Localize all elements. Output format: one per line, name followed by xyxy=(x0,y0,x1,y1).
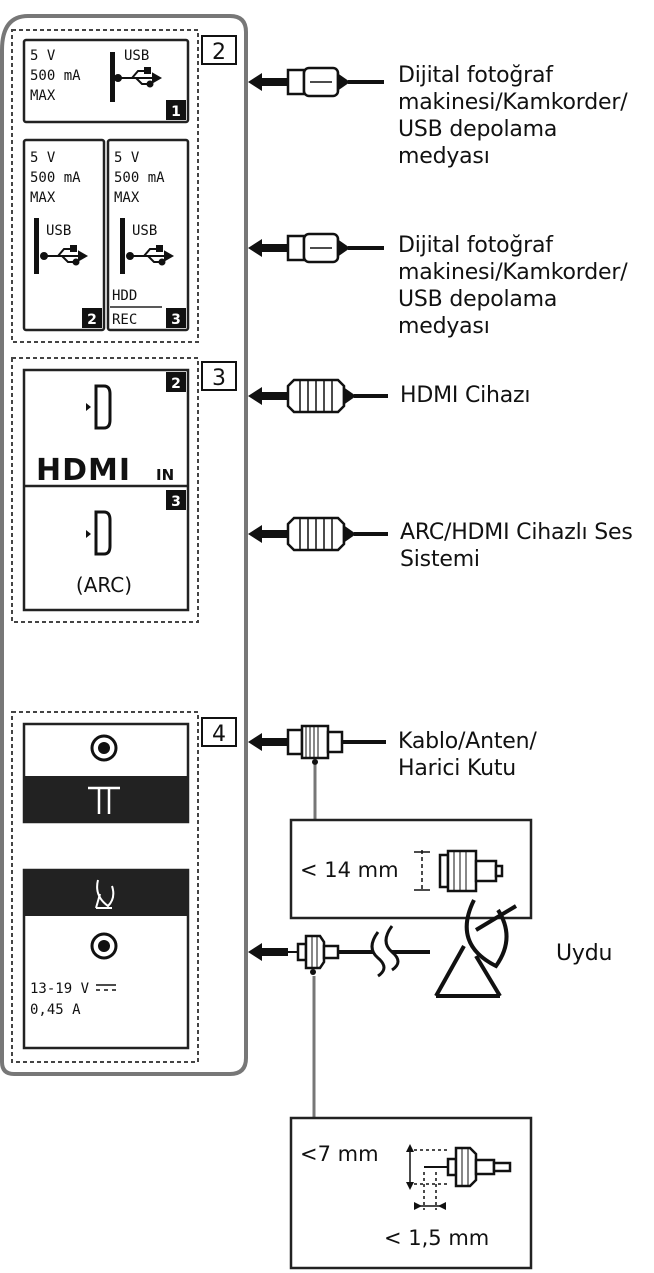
satellite-port-band xyxy=(24,870,188,916)
coax-socket-icon xyxy=(90,932,118,960)
arrow-icon xyxy=(248,387,288,405)
dc-symbol-icon xyxy=(96,984,116,991)
usb-icon xyxy=(126,245,175,266)
usb-3-current: 500 mA xyxy=(114,170,165,186)
hdmi-device-label: HDMI Cihazı xyxy=(400,383,531,408)
rf-group-frame xyxy=(11,711,199,1063)
usb-icon xyxy=(40,245,89,266)
usb-port-2-index: 2 xyxy=(87,312,97,328)
usb-port-2-index-bg xyxy=(82,308,102,328)
satellite-plug-detail-icon xyxy=(406,1144,512,1210)
usb-port-1-box xyxy=(22,38,190,124)
satellite-plug-height-measurement: <7 mm xyxy=(300,1142,379,1166)
cable-break-icon xyxy=(370,925,430,978)
usb-port-3-index: 3 xyxy=(171,312,181,328)
usb-port-3-slot xyxy=(120,218,125,274)
section-3-number: 3 xyxy=(212,366,226,391)
usb-port-2-slot xyxy=(34,218,39,274)
arrow-icon xyxy=(248,525,288,543)
usb-1-voltage: 5 V xyxy=(30,48,56,64)
usb-3-type: USB xyxy=(132,223,157,239)
arrow-icon xyxy=(248,733,288,751)
usb-device-2-label: Dijital fotoğraf makinesi/Kamkorder/ USB… xyxy=(398,233,628,339)
hdmi-plug-icon xyxy=(286,378,388,414)
f-connector-plug-icon xyxy=(288,934,374,975)
hdmi-logo: HDMI xyxy=(36,453,131,488)
section-4-box xyxy=(201,717,237,747)
usb-port-3-index-bg xyxy=(166,308,186,328)
arc-device-label: ARC/HDMI Cihazlı Ses Sistemi xyxy=(400,520,633,572)
usb-3-hdd: HDD xyxy=(112,288,137,304)
antenna-plug-detail-icon xyxy=(414,849,504,893)
hdmi-group-frame xyxy=(11,357,199,623)
usb-port-1-slot xyxy=(110,52,115,102)
section-4-number: 4 xyxy=(212,722,226,747)
satellite-detail-box xyxy=(289,1116,533,1270)
coax-plug-icon xyxy=(286,724,386,765)
hdmi-port-a-index-bg xyxy=(166,372,186,392)
antenna-label: Kablo/Anten/ Harici Kutu xyxy=(398,729,537,781)
usb-3-max: MAX xyxy=(114,190,140,206)
usb-1-max: MAX xyxy=(30,88,56,104)
usb-3-voltage: 5 V xyxy=(114,150,140,166)
section-2-box xyxy=(201,35,237,65)
section-3-box xyxy=(201,361,237,391)
usb-port-1-index-bg xyxy=(166,100,186,120)
usb-plug-icon xyxy=(286,232,384,264)
usb-3-rec: REC xyxy=(112,312,137,328)
satellite-dish-icon xyxy=(95,879,115,909)
satellite-current: 0,45 A xyxy=(30,1002,81,1018)
antenna-port-band xyxy=(24,776,188,822)
antenna-icon xyxy=(88,786,120,814)
usb-device-1-label: Dijital fotoğraf makinesi/Kamkorder/ USB… xyxy=(398,63,628,169)
hdmi-port-b-index: 3 xyxy=(171,494,181,510)
hdmi-port-a-index: 2 xyxy=(171,376,181,392)
tv-panel-outline xyxy=(0,14,248,1076)
hdmi-port-icon xyxy=(86,510,112,556)
usb-2-max: MAX xyxy=(30,190,56,206)
satellite-plug-pin-measurement: < 1,5 mm xyxy=(384,1226,490,1250)
section-2-number: 2 xyxy=(212,40,226,65)
usb-port-1-index: 1 xyxy=(171,104,181,120)
coax-socket-icon xyxy=(90,734,118,762)
usb-2-voltage: 5 V xyxy=(30,150,56,166)
usb-2-type: USB xyxy=(46,223,71,239)
hdmi-arc-label: (ARC) xyxy=(76,573,132,597)
usb-port-2-box xyxy=(22,138,106,332)
usb-1-current: 500 mA xyxy=(30,68,81,84)
usb-icon xyxy=(114,67,163,88)
antenna-plug-measurement: < 14 mm xyxy=(300,858,399,882)
usb-2-current: 500 mA xyxy=(30,170,81,186)
satellite-label: Uydu xyxy=(556,941,613,966)
hdmi-panel xyxy=(22,368,190,612)
hdmi-port-icon xyxy=(86,384,112,430)
hdmi-plug-icon xyxy=(286,516,388,552)
hdmi-in-label: IN xyxy=(156,466,174,484)
usb-group-frame xyxy=(11,29,199,343)
hdmi-port-b-index-bg xyxy=(166,490,186,510)
arrow-icon xyxy=(248,239,288,257)
satellite-voltage: 13-19 V xyxy=(30,981,90,997)
usb-1-type: USB xyxy=(124,48,149,64)
arrow-icon xyxy=(248,943,288,961)
usb-plug-icon xyxy=(286,66,384,98)
usb-port-3-box xyxy=(106,138,190,332)
arrow-icon xyxy=(248,73,288,91)
satellite-dish-icon xyxy=(434,899,518,998)
